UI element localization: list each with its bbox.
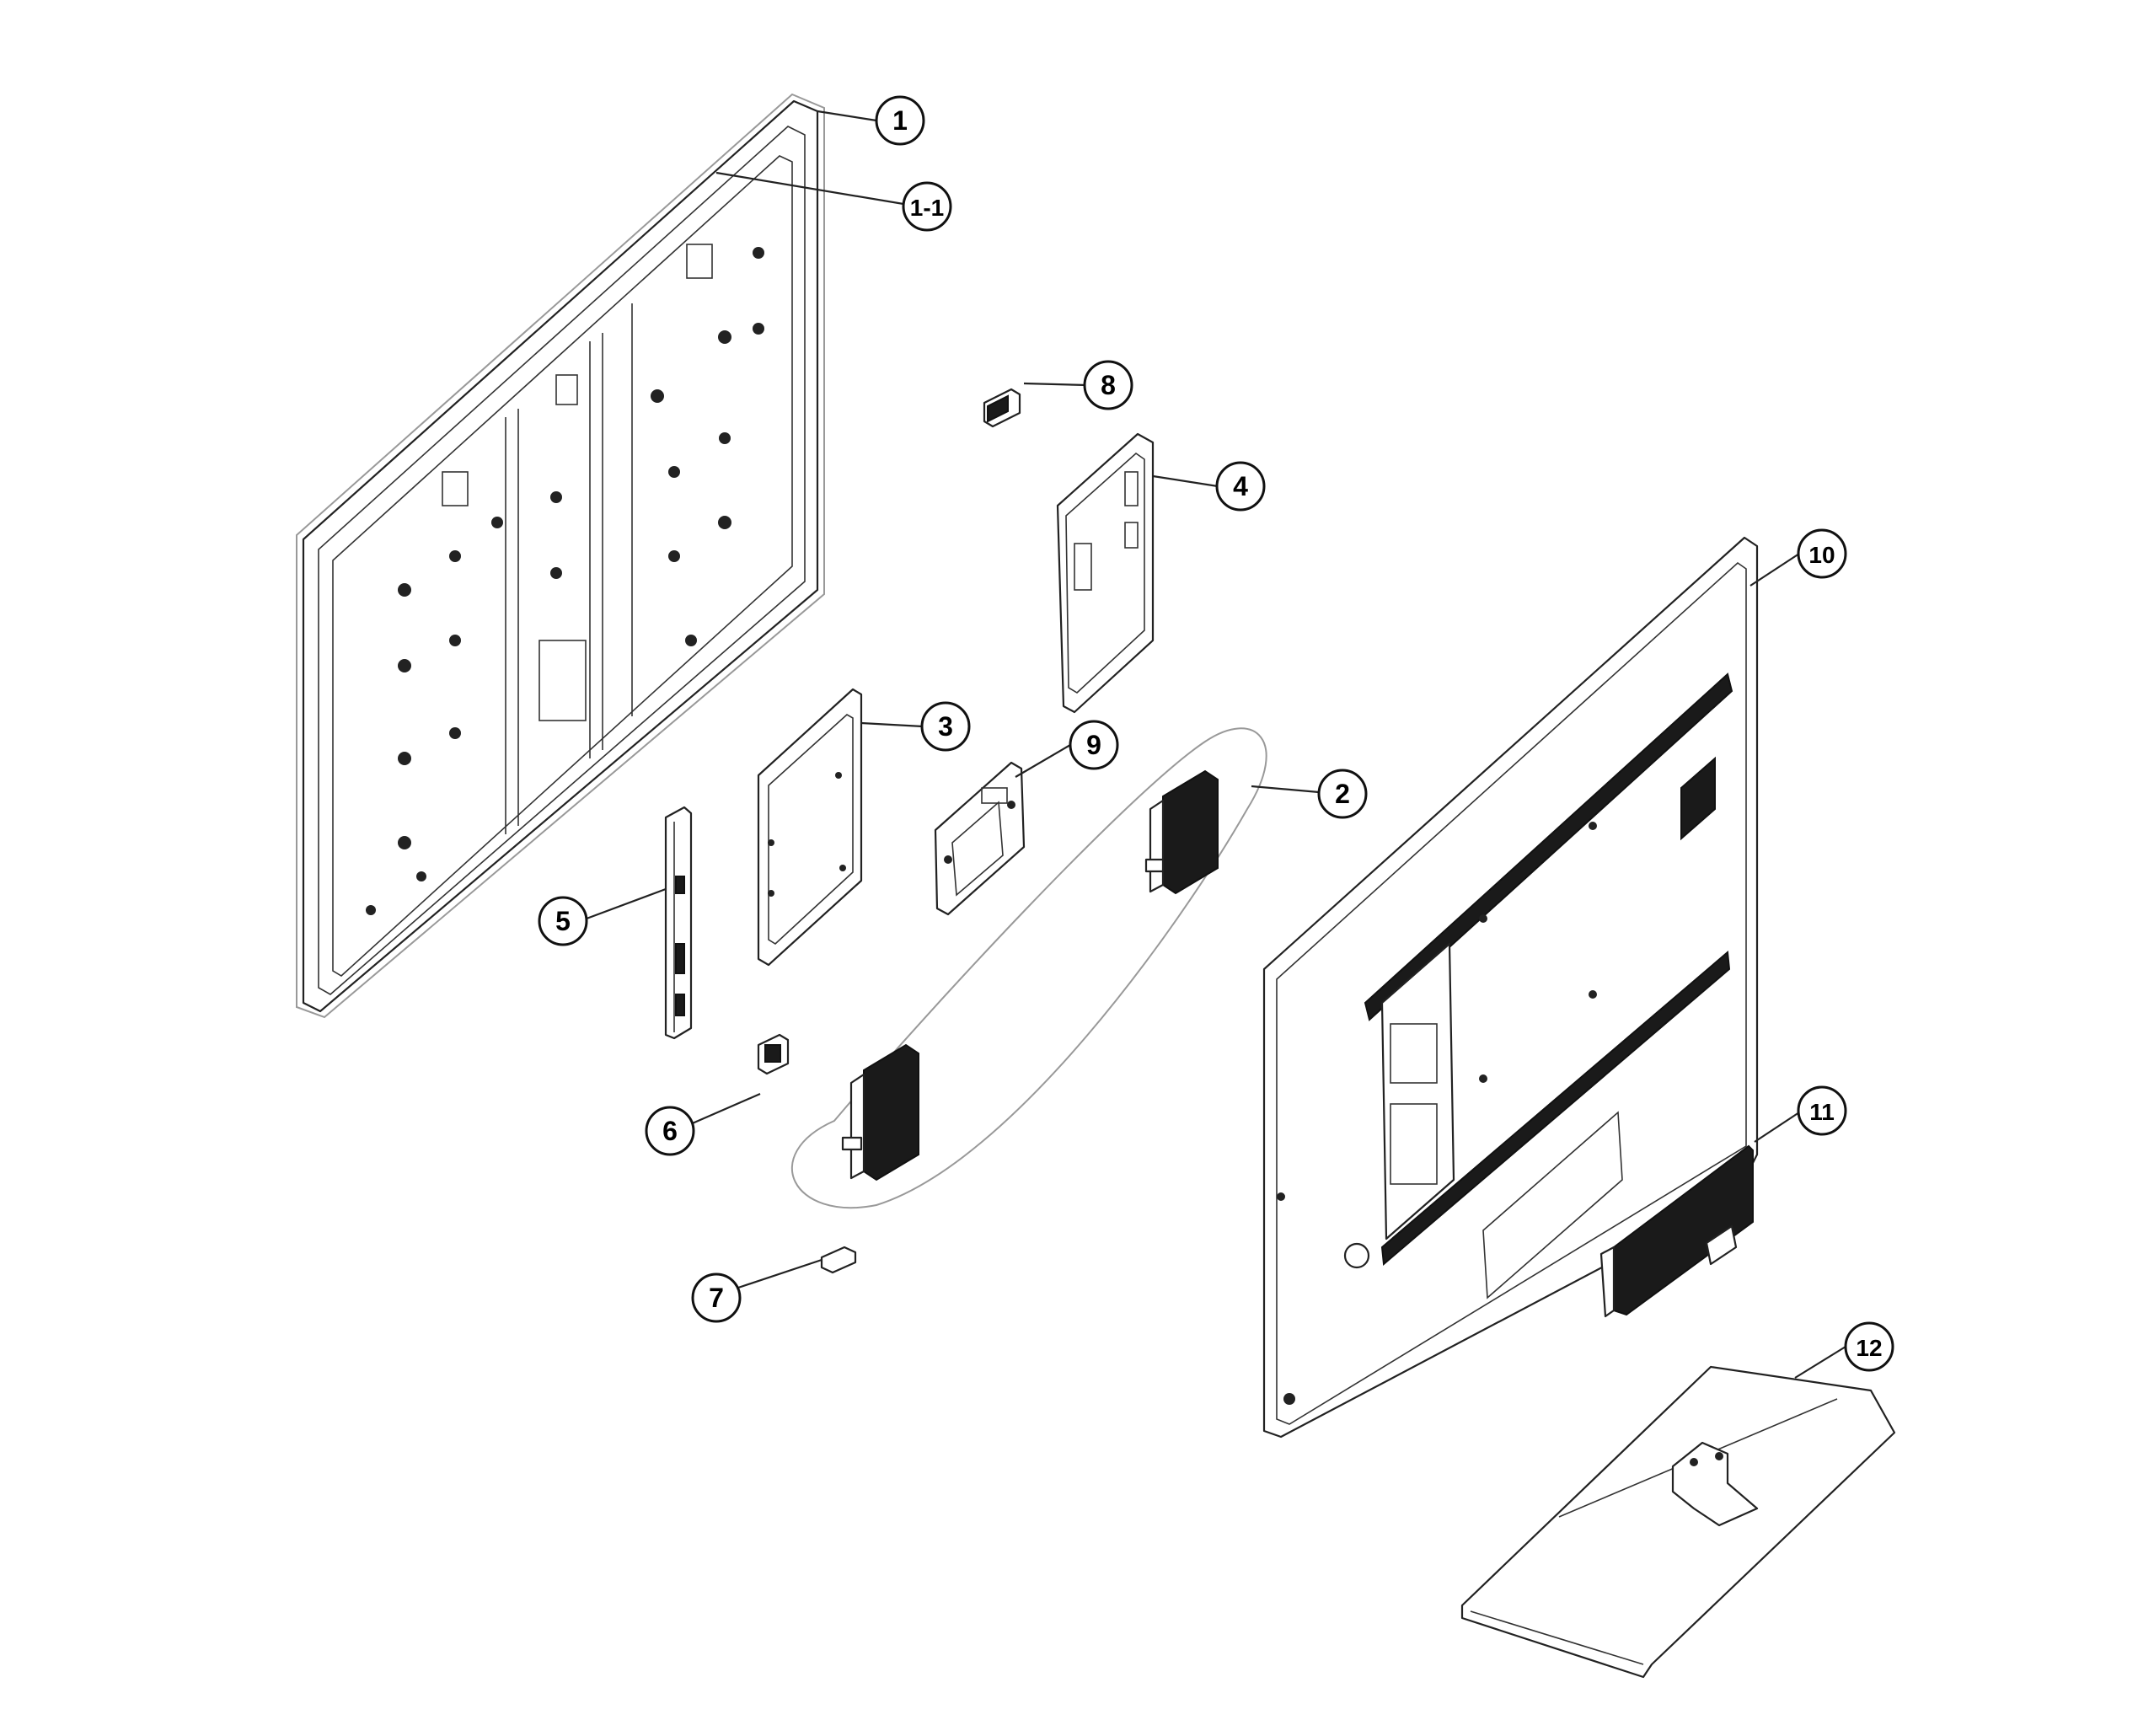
callout-1: 1 (875, 95, 925, 146)
part-6-clip (757, 1033, 790, 1075)
svg-text:7: 7 (709, 1283, 724, 1313)
svg-text:1: 1 (892, 105, 908, 136)
part-2-speakers (790, 727, 1267, 1209)
speaker-upper (1144, 769, 1219, 895)
callout-2: 2 (1317, 769, 1368, 819)
part-9-sub-board (934, 761, 1026, 916)
part-7-bracket (820, 1246, 857, 1274)
svg-text:6: 6 (662, 1116, 678, 1146)
part-3-main-board (757, 688, 863, 967)
part-11-stand-neck (1599, 1144, 1754, 1318)
part-10-rear-cabinet (1262, 536, 1759, 1439)
leader-lines (579, 110, 1846, 1379)
part-8-connector (983, 388, 1021, 428)
svg-text:4: 4 (1233, 471, 1248, 501)
svg-text:1-1: 1-1 (910, 195, 944, 221)
callout-4: 4 (1215, 461, 1266, 512)
part-4-power-board (1056, 432, 1155, 714)
callout-5: 5 (538, 896, 588, 946)
svg-text:8: 8 (1101, 370, 1116, 400)
callout-9: 9 (1069, 720, 1119, 770)
callout-3: 3 (920, 701, 971, 752)
callout-7: 7 (691, 1273, 742, 1323)
svg-text:10: 10 (1808, 542, 1835, 568)
speaker-lower (841, 1043, 919, 1181)
svg-text:2: 2 (1335, 779, 1350, 809)
svg-text:3: 3 (938, 711, 953, 742)
svg-text:11: 11 (1809, 1099, 1835, 1125)
svg-text:5: 5 (555, 906, 571, 936)
svg-text:9: 9 (1086, 730, 1101, 760)
callout-1-1: 1-1 (902, 181, 952, 232)
callout-12: 12 (1844, 1321, 1894, 1372)
callout-10: 10 (1797, 528, 1847, 579)
callout-8: 8 (1083, 360, 1133, 410)
part-5-side-bracket (664, 806, 693, 1040)
svg-text:12: 12 (1856, 1335, 1882, 1361)
callout-6: 6 (645, 1106, 695, 1156)
part-12-stand-base (1460, 1365, 1896, 1679)
callout-11: 11 (1797, 1085, 1847, 1136)
part-1-panel-assembly (296, 93, 825, 1019)
